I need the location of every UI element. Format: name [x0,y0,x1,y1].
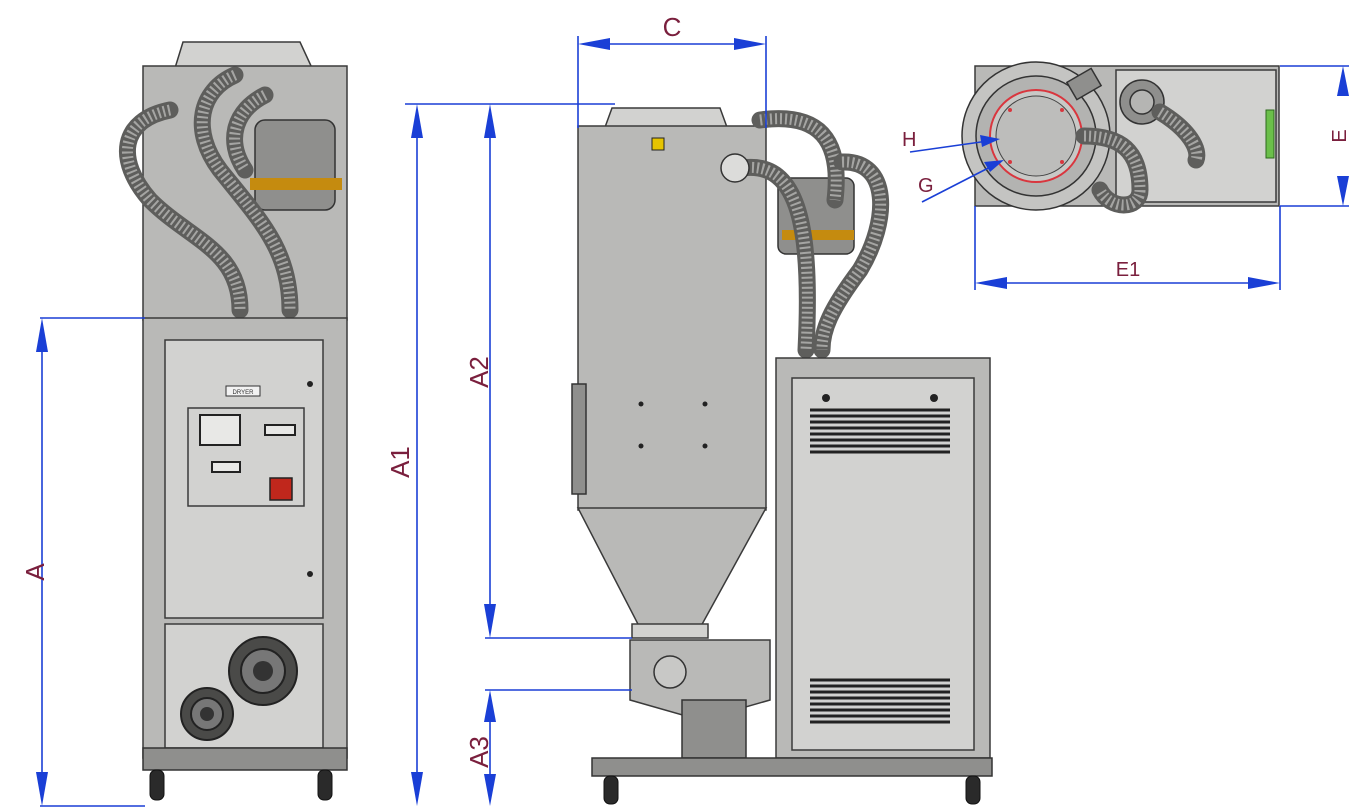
panel-badge: DRYER [233,390,255,396]
label-a: A [20,563,50,581]
front-view: DRYER [119,41,348,801]
label-g: G [918,175,934,197]
label-a2: A2 [464,356,494,388]
label-a3: A3 [464,736,494,768]
dimension-a1: A1 [385,103,615,806]
dimension-c: C [577,12,767,128]
dimension-e: E [1280,65,1349,207]
top-view [961,61,1280,214]
label-h: H [902,129,916,151]
label-a1: A1 [385,446,415,478]
label-c: C [663,12,682,42]
label-e: E [1329,129,1349,142]
label-e1: E1 [1116,259,1140,281]
dimension-a2: A2 [464,104,632,639]
leader-g: G [918,160,1004,203]
dimension-a3: A3 [464,689,632,806]
side-view [571,107,993,805]
dimension-e1: E1 [974,206,1281,290]
dimension-a: A [20,317,145,807]
leader-h: H [902,129,1000,153]
